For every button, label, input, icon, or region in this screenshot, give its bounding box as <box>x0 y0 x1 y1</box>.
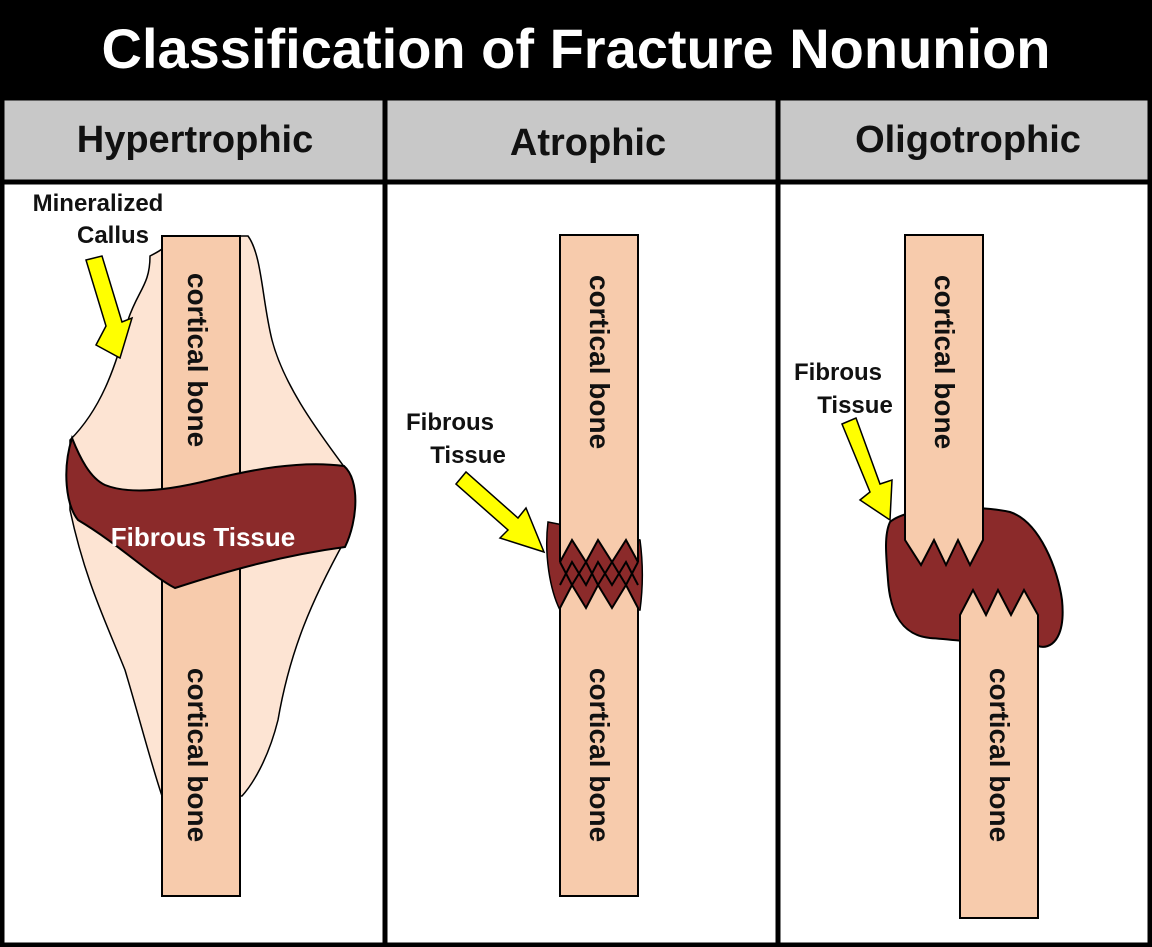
fibrous-label-line1: Fibrous <box>406 409 494 436</box>
cortical-bone-lower-label: cortical bone <box>984 668 1015 842</box>
callus-label-line1: Mineralized <box>33 190 164 217</box>
cortical-bone-upper-label: cortical bone <box>182 273 213 447</box>
page-title: Classification of Fracture Nonunion <box>102 17 1051 80</box>
callus-label-line2: Callus <box>77 222 149 249</box>
panel-oligotrophic: cortical bone cortical bone Fibrous Tiss… <box>794 235 1063 918</box>
heading-hypertrophic: Hypertrophic <box>77 119 313 161</box>
callus-arrow <box>86 256 132 358</box>
cortical-bone-upper-label: cortical bone <box>929 275 960 449</box>
panel-atrophic: cortical bone cortical bone Fibrous Tiss… <box>406 235 642 896</box>
fibrous-label-line2: Tissue <box>817 392 893 419</box>
fibrous-arrow <box>456 472 544 552</box>
fibrous-arrow <box>842 418 892 520</box>
cortical-bone-lower-label: cortical bone <box>584 668 615 842</box>
cortical-bone-upper-label: cortical bone <box>584 275 615 449</box>
fibrous-tissue-label: Fibrous Tissue <box>111 522 295 552</box>
fibrous-label-line1: Fibrous <box>794 359 882 386</box>
panel-hypertrophic: Fibrous Tissue cortical bone cortical bo… <box>33 190 356 896</box>
fibrous-label-line2: Tissue <box>430 442 506 469</box>
heading-atrophic: Atrophic <box>510 122 666 164</box>
heading-oligotrophic: Oligotrophic <box>855 119 1081 161</box>
cortical-bone-lower-label: cortical bone <box>182 668 213 842</box>
